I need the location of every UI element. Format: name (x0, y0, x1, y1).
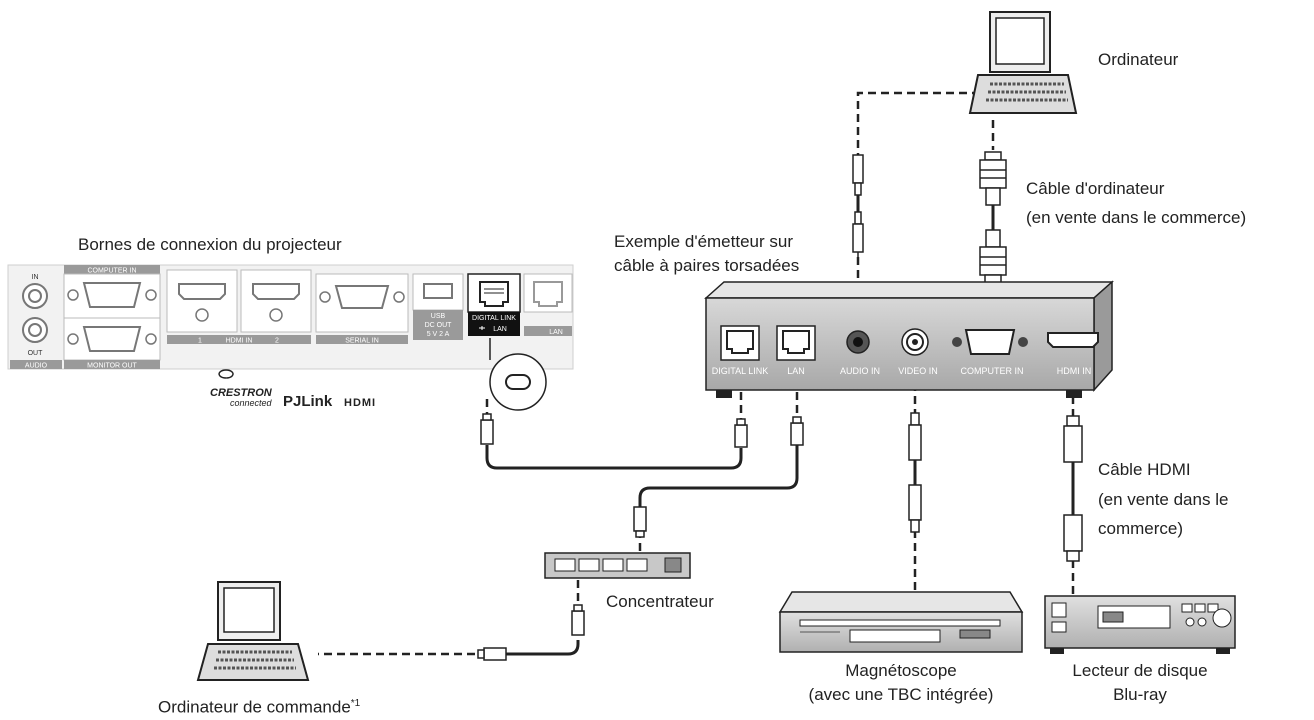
transmitter-digital-link-label: DIGITAL LINK (712, 366, 769, 376)
crestron-logo-text: CRESTRON (210, 387, 273, 399)
usb-label: USB (431, 313, 446, 320)
transmitter-audio-port (846, 330, 870, 354)
transmitter-lan-label: LAN (787, 366, 805, 376)
vga-plug-bottom (979, 229, 1007, 284)
transmitter-video-port (901, 328, 929, 356)
transmitter-lan-port (776, 325, 816, 361)
usb-terminal: USB DC OUT 5 V 2 A (412, 273, 464, 340)
dc-out-rating: 5 V 2 A (427, 331, 450, 338)
computer-cable-note: (en vente dans le commerce) (1026, 208, 1247, 227)
rca-plug-bottom (908, 484, 922, 533)
computer-label: Ordinateur (1098, 50, 1179, 69)
computer-device (968, 11, 1078, 114)
vcr-device (778, 591, 1024, 653)
digital-link-lan-label: LAN (493, 326, 507, 333)
bluray-label-line2: Blu-ray (1113, 685, 1167, 704)
hdmi-plug-bottom (1063, 514, 1083, 562)
hdmi-plug-top (1063, 415, 1083, 463)
audio-plug-top (852, 154, 864, 196)
transmitter-label-line1: Exemple d'émetteur sur (614, 232, 793, 251)
transmitter-digital-link-port (720, 325, 760, 361)
projector-terminal-panel: IN OUT AUDIO COMPUTER IN MONITOR OUT (7, 264, 574, 370)
rj45-plug-projector (480, 413, 494, 445)
lan-terminal: LAN (523, 273, 573, 336)
transmitter-computer-in-label: COMPUTER IN (961, 366, 1024, 376)
hdmi-cable-note-1: (en vente dans le (1098, 490, 1229, 509)
hub-cable-to-computer (505, 640, 580, 656)
computer-monitor-terminals: COMPUTER IN MONITOR OUT (63, 265, 161, 370)
audio-in-label: IN (32, 274, 39, 281)
bluray-label-line1: Lecteur de disque (1072, 661, 1208, 680)
control-computer-text: Ordinateur de commande (158, 697, 351, 717)
hdmi-2-label: 2 (275, 338, 279, 345)
rj45-plug-hub-top (633, 506, 647, 538)
digital-link-label: DIGITAL LINK (472, 315, 516, 322)
transmitter-hdmi-port (1047, 332, 1099, 348)
transmitter-label-line2: câble à paires torsadées (614, 256, 800, 275)
hub-device (544, 552, 691, 579)
connector-plugs (477, 151, 1083, 661)
vga-plug-top (979, 151, 1007, 206)
rj45-plug-hub-bottom (571, 604, 585, 636)
audio-terminals: IN OUT AUDIO (10, 274, 62, 370)
pjlink-logo: PJLink (283, 393, 333, 410)
audio-out-label: OUT (28, 350, 44, 357)
hub-label: Concentrateur (606, 592, 714, 611)
hdmi-1-label: 1 (198, 338, 202, 345)
rj45-plug-lan (790, 416, 804, 446)
audio-cable-to-computer (856, 91, 980, 285)
lan-cable-to-hub (638, 445, 799, 508)
hdmi-logo: HDMI (344, 397, 376, 409)
rj45-plug-digital-link (734, 418, 748, 448)
control-computer-footnote: *1 (350, 698, 361, 709)
digital-link-cable (485, 445, 743, 470)
logos: CRESTRON connected PJLink HDMI (210, 369, 376, 410)
control-computer-label: Ordinateur de commande*1 (158, 693, 360, 719)
hdmi-cable-note-2: commerce) (1098, 519, 1184, 538)
digital-link-terminal: DIGITAL LINK LAN (467, 273, 521, 336)
transmitter-hdmi-in-label: HDMI IN (1057, 366, 1092, 376)
rca-plug-top (908, 412, 922, 461)
twisted-pair-transmitter: DIGITAL LINK LAN AUDIO IN VIDEO IN COMPU… (704, 280, 1114, 398)
serial-in-label: SERIAL IN (345, 338, 379, 345)
vcr-label-line1: Magnétoscope (845, 661, 957, 680)
dc-out-label: DC OUT (425, 322, 453, 329)
crestron-logo: CRESTRON connected (210, 369, 273, 408)
transmitter-video-in-label: VIDEO IN (898, 366, 938, 376)
transmitter-vga-port (952, 329, 1028, 355)
audio-plug-bottom (852, 211, 864, 262)
hdmi-in-label: HDMI IN (226, 338, 253, 345)
rj45-plug-control-computer (477, 647, 507, 661)
projector-terminals-label: Bornes de connexion du projecteur (78, 235, 342, 254)
transmitter-audio-in-label: AUDIO IN (840, 366, 880, 376)
computer-in-label: COMPUTER IN (88, 268, 137, 275)
lan-label: LAN (549, 329, 563, 336)
audio-label: AUDIO (25, 363, 48, 370)
serial-terminal: SERIAL IN (315, 273, 409, 345)
crestron-logo-sub: connected (230, 398, 273, 408)
projector-plug-detail (489, 338, 547, 411)
vcr-label-line2: (avec une TBC intégrée) (808, 685, 994, 704)
control-computer-device (196, 581, 310, 681)
bluray-device (1044, 595, 1236, 654)
hdmi-terminals: 1 HDMI IN 2 (166, 269, 312, 345)
hdmi-cable-label: Câble HDMI (1098, 460, 1191, 479)
monitor-out-label: MONITOR OUT (87, 363, 137, 370)
computer-cable-label: Câble d'ordinateur (1026, 179, 1165, 198)
